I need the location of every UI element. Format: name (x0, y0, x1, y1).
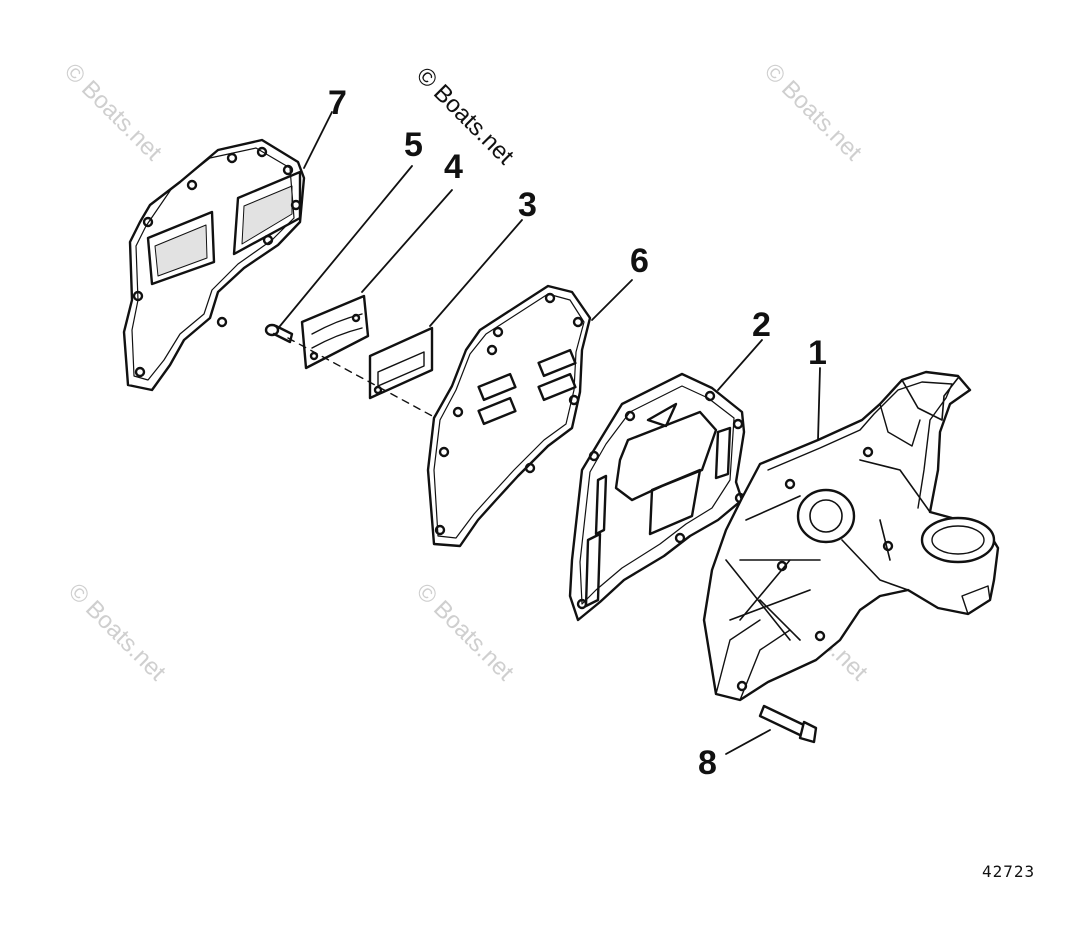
callout-1: 1 (808, 334, 827, 372)
callout-3: 3 (518, 186, 537, 224)
catalog-number: 42723 (982, 862, 1036, 881)
leader-lines (279, 111, 821, 755)
part-7-reed-plate (122, 138, 306, 392)
part-5-screw (264, 323, 294, 344)
alignment-line (287, 337, 437, 419)
part-6-reed-block (426, 284, 592, 548)
callout-2: 2 (752, 306, 771, 344)
callout-4: 4 (444, 148, 463, 186)
part-4-reed-stop (300, 294, 370, 370)
callout-6: 6 (630, 242, 649, 280)
part-8-screw (758, 704, 818, 744)
part-2-gasket (568, 372, 746, 622)
callout-8: 8 (698, 744, 717, 782)
callout-7: 7 (328, 84, 347, 122)
part-3-reed (368, 326, 434, 400)
callout-5: 5 (404, 126, 423, 164)
part-1-crankcase (702, 370, 1000, 702)
